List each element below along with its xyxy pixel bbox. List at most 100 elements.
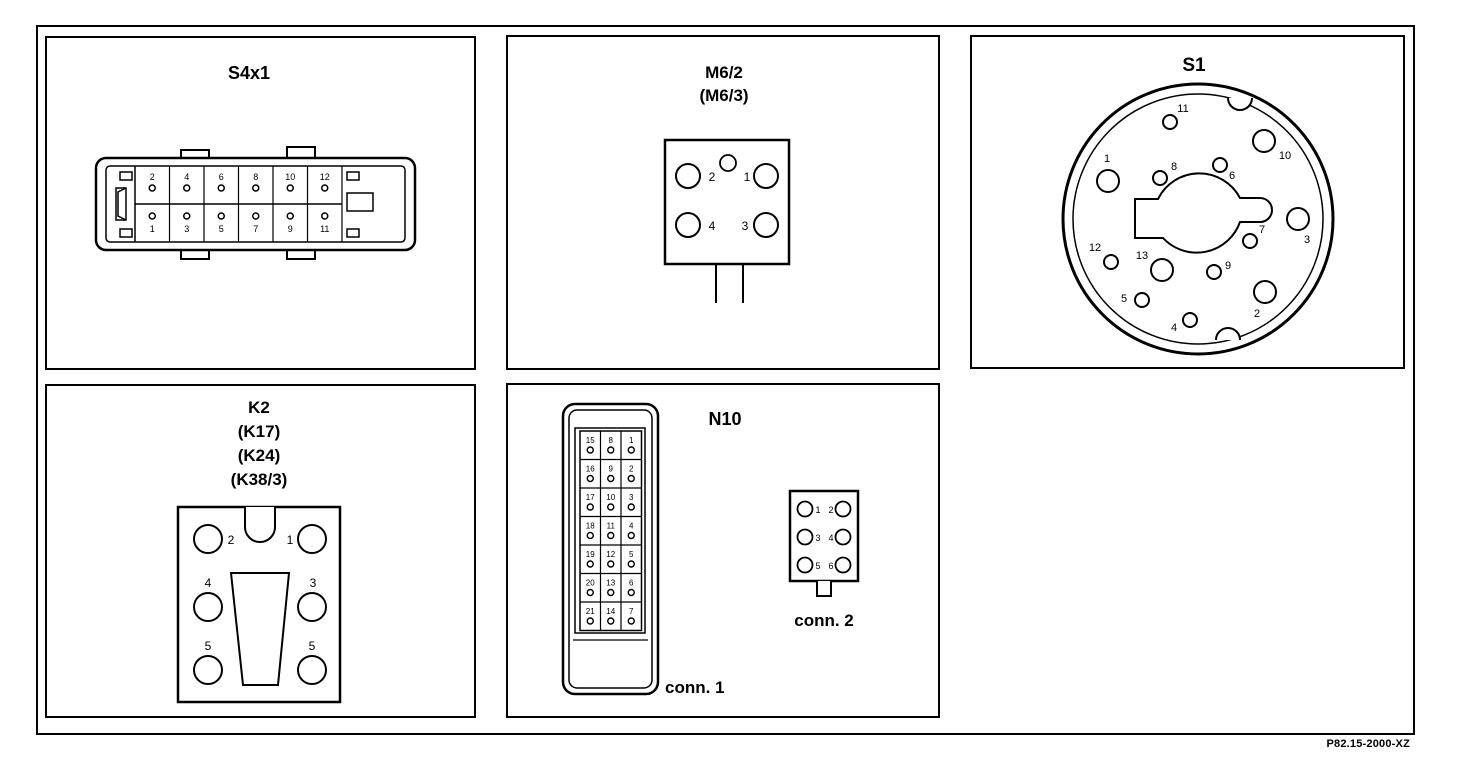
s1-pin-contact xyxy=(1212,157,1228,173)
s1-pin-label: 5 xyxy=(1121,293,1127,305)
panel-k2-title-line4: (K38/3) xyxy=(231,470,288,489)
panel-m6-border xyxy=(506,35,940,370)
s1-pin-label: 8 xyxy=(1171,161,1177,173)
n10-conn1-pin-contact xyxy=(627,503,635,511)
m6-pin-contact xyxy=(753,212,779,238)
n10-conn1-pin-contact xyxy=(586,588,594,597)
s4x1-pin-label: 6 xyxy=(219,172,224,182)
m6-pin-label: 1 xyxy=(744,170,751,184)
s1-pin-label: 1 xyxy=(1104,153,1110,165)
s1-pin-label: 7 xyxy=(1259,224,1265,236)
n10-conn1-pin-label: 21 xyxy=(586,607,595,616)
s1-pin-contact xyxy=(1150,258,1174,282)
s4x1-pin-contact xyxy=(252,212,260,220)
s4x1-pin-label: 2 xyxy=(150,172,155,182)
n10-conn1-pin-contact xyxy=(607,503,615,511)
k2-pin-label: 1 xyxy=(287,533,294,547)
s1-pin-label: 11 xyxy=(1177,103,1188,115)
n10-conn1-pin-label: 9 xyxy=(609,465,614,474)
n10-conn1-pin-label: 6 xyxy=(629,579,634,588)
n10-conn1-pin-contact xyxy=(586,503,594,511)
s4x1-pin-contact xyxy=(217,212,225,220)
figure-code: P82.15-2000-XZ xyxy=(1326,738,1410,750)
n10-conn1-pin-label: 13 xyxy=(606,579,615,588)
n10-conn2-pin-contact xyxy=(796,556,814,574)
n10-conn2-pin-contact xyxy=(796,528,814,546)
s1-keyhole xyxy=(1134,172,1273,254)
n10-conn1-pin-label: 8 xyxy=(609,436,614,445)
s4x1-pin-contact xyxy=(321,184,329,192)
s1-pin-label: 2 xyxy=(1254,308,1260,320)
s4x1-pin-contact xyxy=(148,184,156,192)
k2-pin-label: 2 xyxy=(228,533,235,547)
m6-pin-contact xyxy=(753,163,779,189)
n10-conn1-pin-contact xyxy=(607,617,615,625)
s1-pin-label: 4 xyxy=(1171,322,1177,334)
m6-pin-label: 3 xyxy=(742,219,749,233)
s4x1-pin-label: 7 xyxy=(253,224,258,234)
m6-housing xyxy=(663,138,791,266)
panel-k2-title-line3: (K24) xyxy=(238,446,281,465)
panel-s4x1-title: S4x1 xyxy=(228,63,270,83)
panel-m6-title-line2: (M6/3) xyxy=(699,86,748,105)
k2-pin-label: 3 xyxy=(310,576,317,590)
k2-housing xyxy=(176,505,342,704)
s1-pin-label: 9 xyxy=(1225,260,1231,272)
panel-s4x1-border xyxy=(45,36,476,370)
n10-conn2-pin-label: 3 xyxy=(815,533,820,543)
n10-conn1-pin-label: 10 xyxy=(606,493,615,502)
s4x1-pin-contact xyxy=(286,184,294,192)
n10-conn1-pin-contact xyxy=(586,531,594,540)
k2-pin-contact xyxy=(297,524,327,554)
n10-conn2-pin-label: 4 xyxy=(828,533,833,543)
s4x1-pin-label: 1 xyxy=(150,224,155,234)
s1-pin-contact xyxy=(1253,280,1277,304)
panel-k2-border xyxy=(45,384,476,718)
n10-conn1-pin-contact xyxy=(607,446,615,454)
n10-conn1-pin-contact xyxy=(607,531,615,540)
n10-conn1-pin-label: 14 xyxy=(606,607,615,616)
n10-conn1-pin-contact xyxy=(627,446,635,454)
s4x1-pin-label: 9 xyxy=(288,224,293,234)
panel-n10-border xyxy=(506,383,940,718)
s4x1-pin-label: 8 xyxy=(253,172,258,182)
s1-pin-label: 6 xyxy=(1229,170,1235,182)
n10-conn2-label: conn. 2 xyxy=(794,611,854,630)
n10-conn1-pin-contact xyxy=(607,588,615,597)
n10-conn1-pin-contact xyxy=(607,560,615,568)
s4x1-pin-label: 10 xyxy=(285,172,295,182)
s4x1-pin-label: 5 xyxy=(219,224,224,234)
s1-pin-label: 10 xyxy=(1279,150,1291,162)
n10-conn1-pin-contact xyxy=(627,588,635,597)
n10-conn2-pin-label: 2 xyxy=(828,505,833,515)
panel-n10-title: N10 xyxy=(708,409,741,429)
s4x1-pin-contact xyxy=(252,184,260,192)
n10-conn1-pin-label: 1 xyxy=(629,436,634,445)
n10-conn1-pin-label: 2 xyxy=(629,465,634,474)
k2-pin-label: 5 xyxy=(309,639,316,653)
s4x1-pin-contact xyxy=(321,212,329,220)
s1-pin-contact xyxy=(1103,254,1119,270)
k2-pin-contact xyxy=(297,592,327,622)
s4x1-pin-label: 11 xyxy=(320,224,329,234)
n10-conn2-pin-label: 5 xyxy=(815,561,820,571)
n10-conn1-pin-label: 4 xyxy=(629,522,634,531)
s4x1-pin-contact xyxy=(286,212,294,220)
n10-conn1-pin-label: 18 xyxy=(586,522,595,531)
n10-conn1-pin-label: 5 xyxy=(629,550,634,559)
n10-conn2-pin-contact xyxy=(834,500,852,518)
k2-pin-contact xyxy=(297,655,327,685)
n10-conn2-pin-contact xyxy=(834,528,852,546)
k2-pin-contact xyxy=(193,524,223,554)
s1-pin-contact xyxy=(1182,312,1198,328)
n10-conn2-pin-contact xyxy=(834,556,852,574)
n10-conn1-label: conn. 1 xyxy=(665,678,725,697)
panel-m6-title-line1: M6/2 xyxy=(705,63,743,82)
